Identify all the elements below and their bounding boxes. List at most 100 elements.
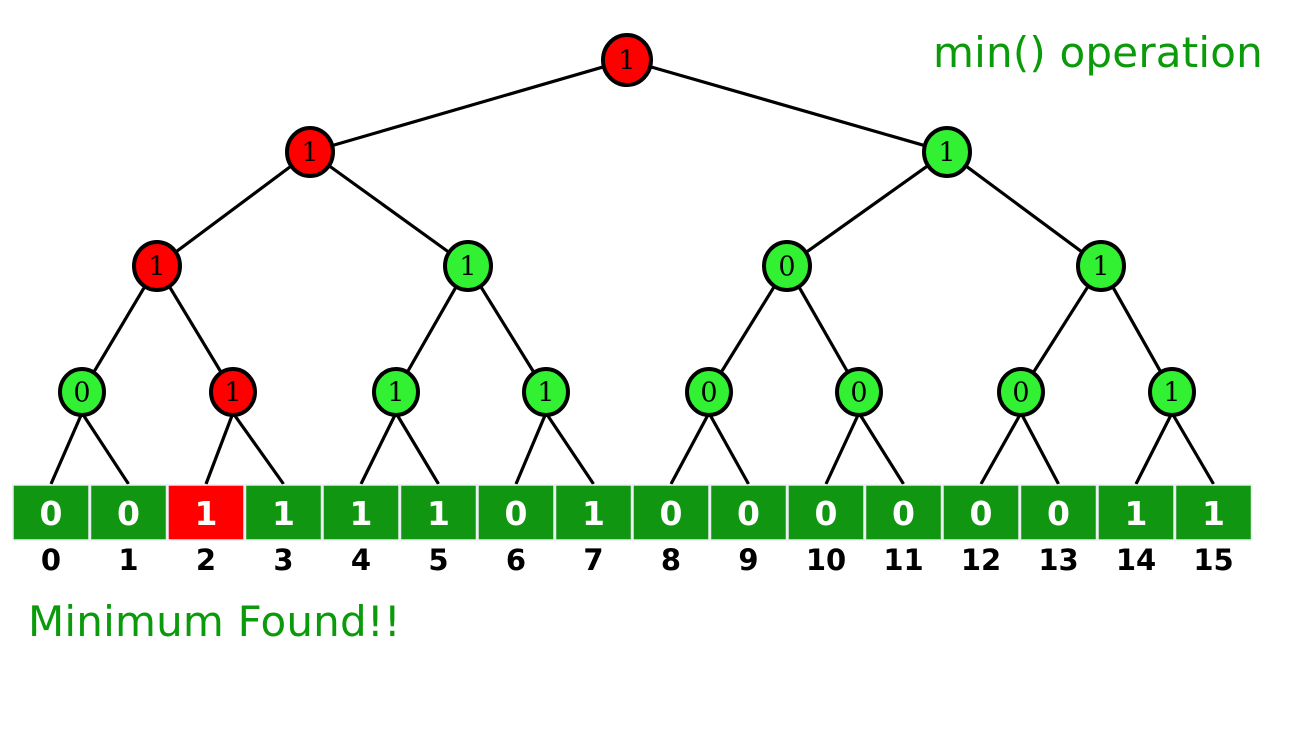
tree-edge (91, 284, 148, 375)
tree-node (835, 367, 883, 417)
tree-node (285, 126, 335, 178)
array-cell (399, 484, 478, 541)
tree-node-value: 1 (537, 378, 554, 409)
array-cell-value: 1 (195, 494, 218, 533)
array-index-label: 11 (883, 543, 923, 577)
caption-minimum-found: Minimum Found!! (28, 597, 401, 646)
tree-edge (204, 412, 235, 485)
tree-edge (824, 412, 861, 485)
caption-min-operation: min() operation (933, 28, 1263, 77)
tree-node (132, 240, 182, 292)
tree-edge (796, 284, 850, 375)
tree-edge (1110, 284, 1164, 375)
array-cell (1174, 484, 1253, 541)
tree-edge (49, 412, 84, 485)
array-cell-value: 0 (970, 494, 993, 533)
array-index-label: 5 (428, 543, 448, 577)
array-index-label: 1 (118, 543, 138, 577)
tree-edge (231, 412, 285, 485)
tree-node-value: 1 (938, 138, 955, 169)
array-cell-value: 1 (350, 494, 373, 533)
array-cell-value: 0 (892, 494, 915, 533)
tree-edge (478, 283, 537, 375)
tree-node-value: 1 (1163, 378, 1180, 409)
tree-edge (1019, 412, 1060, 485)
tree-node-value: 0 (850, 378, 867, 409)
tree-edge (514, 412, 548, 485)
tree-node (685, 367, 733, 417)
array-index-label: 4 (351, 543, 371, 577)
tree-edge (330, 64, 606, 148)
array-cell-value: 1 (272, 494, 295, 533)
array-cell-value: 1 (582, 494, 605, 533)
array-index-label: 14 (1116, 543, 1156, 577)
tree-node-value: 1 (148, 252, 165, 283)
tree-node (601, 33, 653, 87)
tree-node (762, 240, 812, 292)
tree-edge (857, 412, 905, 485)
array-cell (322, 484, 400, 541)
array-index-label: 2 (196, 543, 216, 577)
tree-node (522, 367, 570, 417)
tree-edge (173, 163, 294, 255)
tree-edge (80, 412, 130, 485)
tree-node-value: 0 (700, 378, 717, 409)
tree-edges (49, 64, 1215, 485)
tree-edge (405, 284, 459, 375)
tree-node (1148, 367, 1196, 417)
array-cell (244, 484, 323, 541)
array-cell-value: 0 (505, 494, 528, 533)
tree-edge (1134, 412, 1174, 485)
array-cell (89, 484, 168, 541)
tree-edge (803, 163, 931, 255)
array-index-label: 13 (1038, 543, 1078, 577)
tree-node-value: 1 (387, 378, 404, 409)
tree-edge (718, 283, 777, 375)
array-cell (167, 484, 245, 541)
array-index-label: 6 (506, 543, 526, 577)
array-index-label: 0 (41, 543, 61, 577)
tree-node-value: 0 (1012, 378, 1029, 409)
tree-node-value: 1 (1092, 252, 1109, 283)
tree-node (997, 367, 1045, 417)
tree-edge (979, 412, 1023, 485)
array-index-label: 10 (806, 543, 846, 577)
tree-edge (326, 163, 452, 255)
array-cell-value: 0 (660, 494, 683, 533)
array-cell-value: 0 (40, 494, 63, 533)
array-cell-value: 1 (1202, 494, 1225, 533)
tree-edge (707, 412, 750, 485)
tree-edge (394, 412, 440, 485)
array-cell (1019, 484, 1098, 541)
array-cell-value: 1 (1125, 494, 1148, 533)
array-index-label: 15 (1193, 543, 1233, 577)
array-index-label: 8 (661, 543, 681, 577)
array-cell (632, 484, 710, 541)
tree-node (58, 367, 106, 417)
tree-edge (963, 163, 1085, 255)
tree-edge (359, 412, 398, 485)
tree-node (209, 367, 257, 417)
tree-edge (648, 64, 927, 148)
tree-edge (166, 284, 224, 375)
tree-node-value: 1 (301, 138, 318, 169)
array-cell (709, 484, 788, 541)
array-cell (942, 484, 1020, 541)
tree-edge (544, 412, 595, 485)
array-cell-value: 0 (1047, 494, 1070, 533)
array-cell (12, 484, 90, 541)
tree-node (443, 240, 493, 292)
array-index-label: 12 (961, 543, 1001, 577)
array-index-label: 7 (583, 543, 603, 577)
tree-node-value: 1 (618, 46, 635, 77)
array-index-label: 9 (738, 543, 758, 577)
array-cell-value: 0 (815, 494, 838, 533)
array-cell-value: 1 (427, 494, 450, 533)
array-cell-value: 0 (117, 494, 140, 533)
tree-node (1076, 240, 1126, 292)
